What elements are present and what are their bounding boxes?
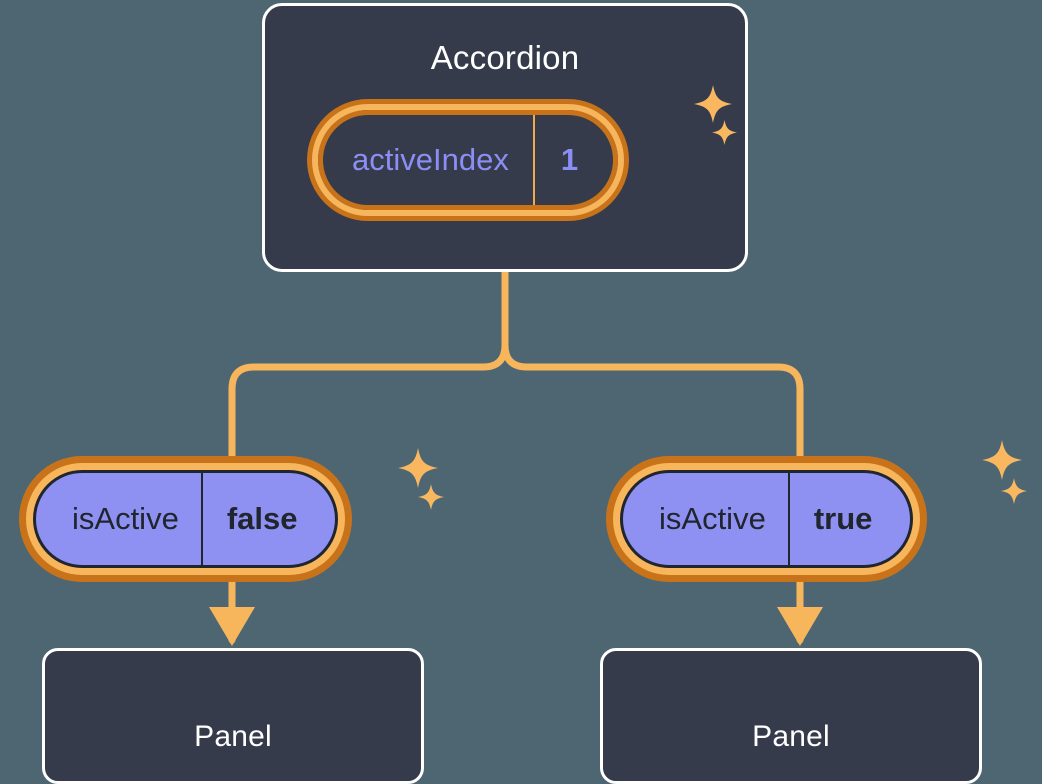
prop-value-activeindex: 1: [532, 110, 618, 210]
prop-name-isactive-right: isActive: [659, 501, 766, 536]
prop-value-isactive-right: true: [787, 473, 911, 565]
panel-title-right: Panel: [752, 720, 830, 753]
accordion-title: Accordion: [430, 39, 580, 76]
arrowhead-left: [209, 607, 255, 646]
prop-pill-isactive-true[interactable]: isActive true: [620, 470, 914, 568]
connector-branch-left: [228, 341, 509, 474]
prop-pill-activeindex[interactable]: activeIndex 1: [312, 104, 625, 216]
panel-component-card-right[interactable]: Panel: [600, 648, 982, 784]
arrowhead-right: [777, 607, 823, 646]
prop-pill-isactive-false[interactable]: isActive false: [33, 470, 339, 568]
panel-title-left: Panel: [194, 720, 272, 753]
panel-component-card-left[interactable]: Panel: [42, 648, 424, 784]
connector-branch-right: [501, 341, 804, 474]
prop-name-isactive-left: isActive: [72, 501, 179, 536]
prop-name-activeindex: activeIndex: [352, 142, 509, 177]
prop-value-isactive-left: false: [200, 473, 336, 565]
